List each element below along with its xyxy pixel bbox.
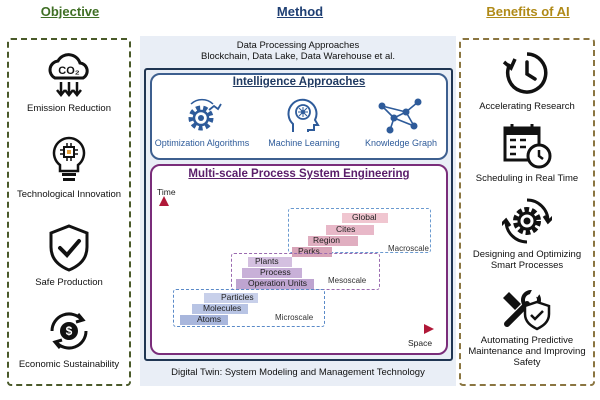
ia-item-optimization: Optimization Algorithms (150, 96, 254, 148)
benefit-label: Designing and Optimizing Smart Processes (472, 249, 582, 271)
objective-item-emission: CO₂ Emission Reduction (9, 48, 129, 114)
x-axis-arrow (424, 324, 434, 334)
objective-item-innovation: Technological Innovation (9, 134, 129, 200)
objective-label: Safe Production (35, 277, 103, 288)
dollar-cycle-icon: $ (50, 312, 88, 350)
shield-check-icon (49, 224, 89, 272)
svg-text:$: $ (66, 324, 73, 338)
level-bar (308, 236, 358, 246)
objective-item-safe: Safe Production (9, 222, 129, 288)
ia-label: Machine Learning (268, 138, 340, 148)
level-label: Operation Units (248, 278, 308, 288)
network-graph-icon (378, 98, 422, 134)
objective-panel (7, 38, 131, 386)
multiscale-axes (159, 196, 434, 334)
benefit-label: Accelerating Research (479, 101, 575, 112)
level-bar (236, 279, 314, 289)
objective-title: Objective (40, 4, 100, 19)
data-processing-items: Blockchain, Data Lake, Data Warehouse et… (201, 51, 395, 62)
objective-label: Emission Reduction (27, 103, 111, 114)
level-label: Parks (298, 246, 320, 256)
method-title: Method (276, 4, 324, 19)
level-bar (192, 304, 248, 314)
method-frame (144, 68, 453, 361)
benefit-item-maintenance: Automating Predictive Maintenance and Im… (461, 282, 593, 368)
objective-label: Technological Innovation (16, 189, 122, 200)
level-label: Molecules (203, 303, 242, 313)
level-bar (204, 293, 258, 303)
level-label: Cites (336, 224, 356, 234)
benefit-item-scheduling: Scheduling in Real Time (461, 120, 593, 184)
benefits-panel (459, 38, 595, 386)
brain-head-icon (287, 98, 320, 132)
clock-arrow-icon (502, 52, 548, 94)
data-processing-title: Data Processing Approaches (236, 40, 360, 51)
level-label: Plants (255, 256, 279, 266)
gear-graph-icon (188, 98, 222, 131)
x-axis-label: Space (408, 338, 433, 348)
benefit-label: Automating Predictive Maintenance and Im… (468, 335, 586, 368)
scale-label: Macroscale (388, 244, 429, 253)
objective-item-economic: $ Economic Sustainability (9, 306, 129, 370)
ia-item-knowledge-graph: Knowledge Graph (354, 96, 448, 148)
level-label: Region (313, 235, 340, 245)
svg-text:CO₂: CO₂ (58, 65, 80, 77)
level-bar (242, 268, 302, 278)
level-label: Particles (221, 292, 254, 302)
co2-cloud-icon: CO₂ (48, 53, 89, 98)
ia-label: Optimization Algorithms (154, 138, 250, 148)
ia-item-machine-learning: Machine Learning (256, 96, 352, 148)
scale-label: Microscale (275, 313, 314, 322)
multiscale-title: Multi-scale Process System Engineering (188, 168, 410, 180)
gear-cycle-icon (502, 198, 552, 244)
y-axis-arrow (159, 196, 169, 206)
digital-twin-text: Digital Twin: System Modeling and Manage… (171, 367, 425, 378)
data-processing-block: Data Processing Approaches Blockchain, D… (140, 40, 456, 62)
benefit-item-designing: Designing and Optimizing Smart Processes (461, 196, 593, 271)
level-label: Process (260, 267, 291, 277)
y-axis-label: Time (157, 187, 176, 197)
level-bar (342, 213, 388, 223)
level-bar (180, 315, 228, 325)
wrench-shield-icon (503, 285, 551, 331)
level-bar (326, 225, 374, 235)
ia-label: Knowledge Graph (364, 138, 438, 148)
microscale-region (173, 289, 325, 327)
level-label: Global (352, 212, 377, 222)
calendar-clock-icon (503, 124, 552, 169)
lightbulb-chip-icon (52, 136, 86, 181)
level-label: Atoms (197, 314, 222, 324)
macroscale-region (288, 208, 431, 253)
benefits-title: Benefits of AI (486, 4, 570, 19)
level-bar (248, 257, 292, 267)
intelligence-approaches-title: Intelligence Approaches (232, 76, 366, 88)
scale-label: Mesoscale (328, 276, 367, 285)
benefit-label: Scheduling in Real Time (475, 173, 579, 184)
benefit-item-research: Accelerating Research (461, 48, 593, 112)
objective-label: Economic Sustainability (18, 359, 120, 370)
level-bar (292, 247, 332, 257)
